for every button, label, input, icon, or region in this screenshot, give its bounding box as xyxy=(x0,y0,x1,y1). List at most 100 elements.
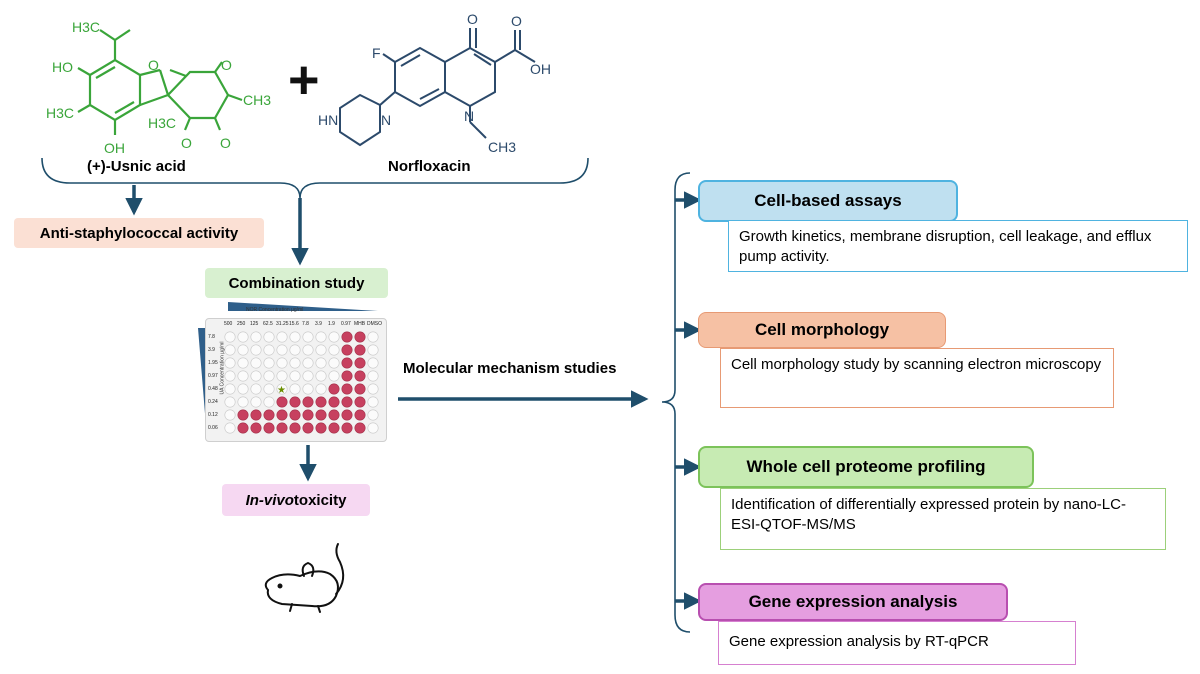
plate-well xyxy=(302,422,314,434)
cat-proteome-profiling-desc: Identification of differentially express… xyxy=(720,488,1166,550)
plate-well xyxy=(302,357,314,369)
plate-well xyxy=(224,422,236,434)
plus-sign: + xyxy=(288,50,320,110)
plate-well xyxy=(276,357,288,369)
invivo-italic-text: In-vivo xyxy=(245,491,294,509)
norflox-atom-f: F xyxy=(372,45,381,61)
anti-staph-pill: Anti-staphylococcal activity xyxy=(14,218,264,248)
plate-well xyxy=(367,396,379,408)
mouse-icon xyxy=(264,543,345,613)
plate-col-label: 31.25 xyxy=(276,321,289,327)
invivo-rest-text: toxicity xyxy=(293,491,347,509)
plate-well xyxy=(341,422,353,434)
plate-well xyxy=(224,370,236,382)
combination-pill: Combination study xyxy=(205,268,388,298)
invivo-pill: In-vivo toxicity xyxy=(222,484,370,516)
plate-well xyxy=(289,409,301,421)
plate-well xyxy=(315,409,327,421)
plate-well xyxy=(237,383,249,395)
plate-well xyxy=(354,344,366,356)
plate-well xyxy=(276,422,288,434)
plate-well xyxy=(250,344,262,356)
plate-well xyxy=(315,370,327,382)
plate-well xyxy=(354,357,366,369)
plate-top-header: NOR Concentration µg/ml xyxy=(246,307,304,313)
plate-well xyxy=(302,331,314,343)
cat-cell-morphology-desc: Cell morphology study by scanning electr… xyxy=(720,348,1114,408)
plate-row-label: 7.8 xyxy=(208,334,215,340)
plate-row-label: 0.24 xyxy=(208,399,218,405)
plate-well xyxy=(250,331,262,343)
plate-well xyxy=(224,383,236,395)
plate-well xyxy=(263,422,275,434)
plate-row-label: 1.95 xyxy=(208,360,218,366)
plate-row-label: 0.12 xyxy=(208,412,218,418)
plate-well xyxy=(263,331,275,343)
plate-well xyxy=(315,344,327,356)
cat-proteome-profiling: Whole cell proteome profiling xyxy=(698,446,1034,488)
plate-well xyxy=(341,396,353,408)
plate-well xyxy=(315,422,327,434)
plate-well xyxy=(250,409,262,421)
norflox-atom-n-ring: N xyxy=(464,108,474,124)
plate-col-label: 125 xyxy=(250,321,259,327)
plate-well xyxy=(224,344,236,356)
plate-well xyxy=(367,344,379,356)
plate-well xyxy=(263,383,275,395)
plate-well xyxy=(302,396,314,408)
plate-well xyxy=(276,370,288,382)
plate-wells-grid: ★ xyxy=(224,331,379,434)
plate-col-label: 0.97 xyxy=(341,321,351,327)
plate-well xyxy=(289,331,301,343)
plate-well xyxy=(341,370,353,382)
plate-row-label: 0.97 xyxy=(208,373,218,379)
plate-well xyxy=(302,409,314,421)
plate-well xyxy=(250,370,262,382)
plate-well xyxy=(315,357,327,369)
plate-well xyxy=(224,409,236,421)
plate-well xyxy=(237,357,249,369)
plate-well xyxy=(328,357,340,369)
usnic-atom-o-right2: O xyxy=(181,135,192,151)
usnic-atom-o-ring: O xyxy=(148,57,159,73)
plate-row-label: 0.48 xyxy=(208,386,218,392)
cat-cell-based-assays: Cell-based assays xyxy=(698,180,958,222)
plate-well xyxy=(289,422,301,434)
plate-well xyxy=(289,344,301,356)
usnic-atom-o-acetyl: O xyxy=(220,135,231,151)
plate-col-label: 250 xyxy=(237,321,246,327)
plate-well xyxy=(276,383,288,395)
plate-well xyxy=(367,383,379,395)
plate-col-label: DMSO xyxy=(367,321,382,327)
plate-well xyxy=(341,357,353,369)
plate-well xyxy=(302,370,314,382)
plate-well xyxy=(250,383,262,395)
plate-well xyxy=(224,331,236,343)
plate-well xyxy=(354,422,366,434)
plate-well xyxy=(328,370,340,382)
plate-well xyxy=(289,357,301,369)
plate-col-label: 15.6 xyxy=(289,321,299,327)
plate-well xyxy=(263,409,275,421)
plate-well xyxy=(341,331,353,343)
usnic-acid-structure xyxy=(77,29,243,135)
plate-well xyxy=(367,357,379,369)
plate-col-label: MHB xyxy=(354,321,366,327)
plate-well xyxy=(328,422,340,434)
norflox-atom-hn: HN xyxy=(318,112,338,128)
cat-cell-based-assays-desc: Growth kinetics, membrane disruption, ce… xyxy=(728,220,1188,272)
plate-well xyxy=(354,383,366,395)
plate-well xyxy=(276,396,288,408)
plate-well xyxy=(354,331,366,343)
norflox-atom-oh: OH xyxy=(530,61,551,77)
usnic-acid-label: (+)-Usnic acid xyxy=(87,158,186,175)
plate-well xyxy=(328,396,340,408)
norflox-atom-ch3: CH3 xyxy=(488,139,516,155)
plate-well xyxy=(263,370,275,382)
plate-well xyxy=(289,370,301,382)
plate-row-label: 3.9 xyxy=(208,347,215,353)
plate-well xyxy=(354,409,366,421)
plate-col-label: 62.5 xyxy=(263,321,273,327)
norfloxacin-label: Norfloxacin xyxy=(388,158,471,175)
